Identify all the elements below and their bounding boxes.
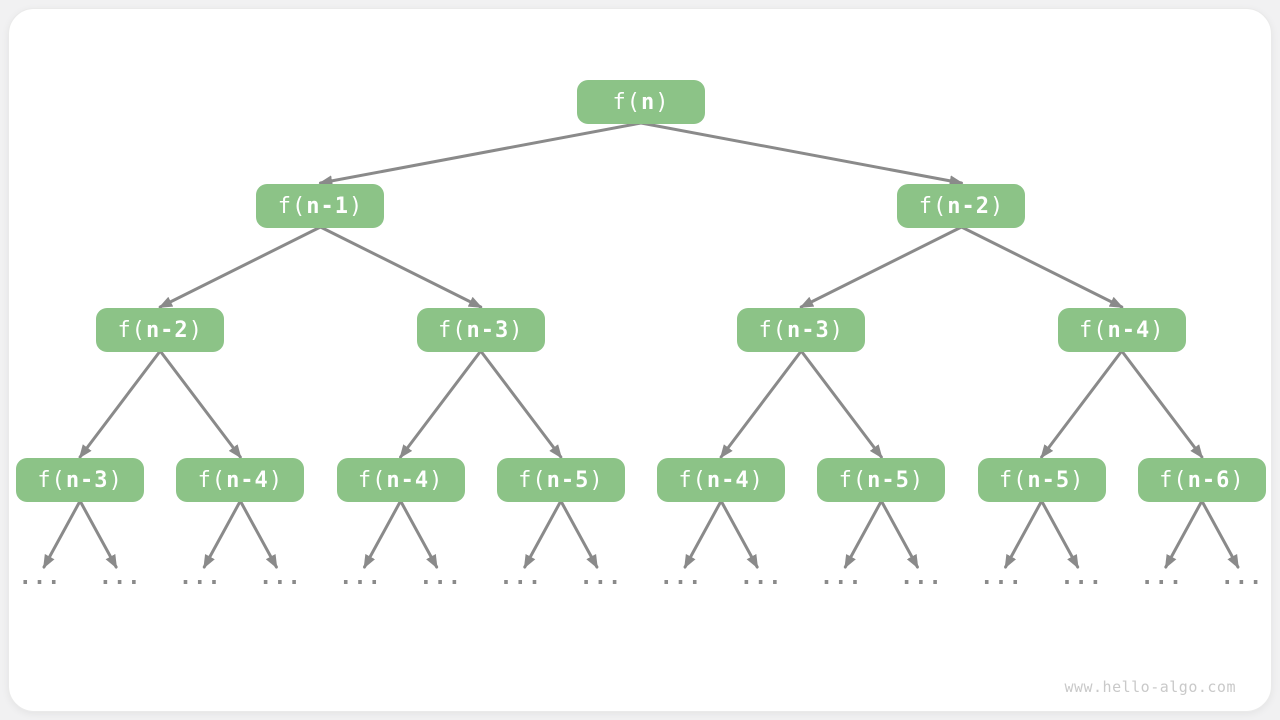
node-label-suffix: ) bbox=[909, 467, 925, 493]
ellipsis-leaf: ... bbox=[178, 565, 222, 590]
node-label-suffix: ) bbox=[829, 317, 844, 343]
node-label-prefix: f( bbox=[918, 193, 948, 219]
ellipsis-leaf: ... bbox=[900, 565, 943, 590]
node-label-suffix: ) bbox=[1070, 467, 1085, 493]
node-label-suffix: ) bbox=[429, 467, 444, 493]
tree-node: f(n-3) bbox=[737, 308, 866, 352]
node-label-prefix: f( bbox=[197, 467, 227, 493]
ellipsis-leaf: ... bbox=[819, 565, 863, 590]
tree-node: f(n-3) bbox=[16, 458, 145, 502]
node-label-prefix: f( bbox=[838, 467, 868, 493]
ellipsis-leaf: ... bbox=[499, 565, 543, 590]
ellipsis-leaf: ... bbox=[579, 565, 623, 590]
ellipsis-leaf: ... bbox=[419, 565, 463, 590]
node-label-suffix: ) bbox=[589, 467, 604, 493]
node-label-suffix: ) bbox=[268, 467, 284, 493]
tree-node: f(n-2) bbox=[96, 308, 225, 352]
tree-node: f(n-4) bbox=[657, 458, 786, 502]
ellipsis-leaf: ... bbox=[1220, 565, 1264, 590]
node-label-var: n-2 bbox=[145, 317, 189, 343]
node-label-var: n-6 bbox=[1187, 467, 1231, 493]
node-label-var: n-3 bbox=[466, 317, 510, 343]
node-label-suffix: ) bbox=[655, 89, 670, 115]
node-label-suffix: ) bbox=[989, 193, 1005, 219]
node-label-var: n-5 bbox=[867, 467, 910, 493]
ellipsis-leaf: ... bbox=[659, 565, 703, 590]
tree-node: f(n-1) bbox=[256, 184, 385, 228]
node-label-suffix: ) bbox=[348, 193, 364, 219]
watermark: www.hello-algo.com bbox=[1064, 678, 1236, 696]
tree-node: f(n-4) bbox=[176, 458, 305, 502]
node-label-var: n-5 bbox=[1027, 467, 1071, 493]
tree-node: f(n) bbox=[576, 80, 705, 124]
node-label-suffix: ) bbox=[1150, 317, 1165, 343]
node-label-var: n-4 bbox=[1107, 317, 1151, 343]
tree-node: f(n-6) bbox=[1137, 458, 1266, 502]
node-label-prefix: f( bbox=[277, 193, 307, 219]
ellipsis-leaf: ... bbox=[980, 565, 1023, 590]
ellipsis-leaf: ... bbox=[98, 565, 142, 590]
node-label-var: n-3 bbox=[65, 467, 109, 493]
ellipsis-leaf: ... bbox=[1060, 565, 1104, 590]
tree-node: f(n-5) bbox=[817, 458, 946, 502]
node-label-var: n-4 bbox=[386, 467, 430, 493]
node-label-suffix: ) bbox=[749, 467, 764, 493]
node-label-prefix: f( bbox=[998, 467, 1028, 493]
tree-node: f(n-5) bbox=[496, 458, 625, 502]
node-label-var: n-5 bbox=[546, 467, 590, 493]
node-label-var: n-4 bbox=[226, 467, 269, 493]
node-label-suffix: ) bbox=[108, 467, 123, 493]
tree-node: f(n-4) bbox=[336, 458, 465, 502]
ellipsis-leaf: ... bbox=[18, 565, 62, 590]
node-label-prefix: f( bbox=[1079, 317, 1108, 343]
node-label-prefix: f( bbox=[612, 89, 641, 115]
node-label-var: n-1 bbox=[306, 193, 349, 219]
node-label-prefix: f( bbox=[678, 467, 707, 493]
tree-node: f(n-2) bbox=[897, 184, 1026, 228]
node-label-prefix: f( bbox=[1159, 467, 1188, 493]
node-label-prefix: f( bbox=[758, 317, 787, 343]
ellipsis-leaf: ... bbox=[1140, 565, 1184, 590]
tree-node: f(n-4) bbox=[1057, 308, 1186, 352]
node-label-prefix: f( bbox=[37, 467, 66, 493]
node-label-prefix: f( bbox=[357, 467, 387, 493]
node-label-suffix: ) bbox=[1230, 467, 1245, 493]
tree-node: f(n-3) bbox=[416, 308, 545, 352]
ellipsis-leaf: ... bbox=[339, 565, 382, 590]
ellipsis-leaf: ... bbox=[739, 565, 783, 590]
node-label-suffix: ) bbox=[509, 317, 524, 343]
node-label-prefix: f( bbox=[117, 317, 146, 343]
node-label-var: n-4 bbox=[706, 467, 750, 493]
node-label-prefix: f( bbox=[437, 317, 467, 343]
node-label-prefix: f( bbox=[518, 467, 547, 493]
node-label-var: n-2 bbox=[947, 193, 990, 219]
node-label-var: n bbox=[640, 89, 656, 115]
node-label-suffix: ) bbox=[188, 317, 203, 343]
node-label-var: n-3 bbox=[786, 317, 830, 343]
ellipsis-leaf: ... bbox=[259, 565, 302, 590]
tree-node: f(n-5) bbox=[977, 458, 1106, 502]
